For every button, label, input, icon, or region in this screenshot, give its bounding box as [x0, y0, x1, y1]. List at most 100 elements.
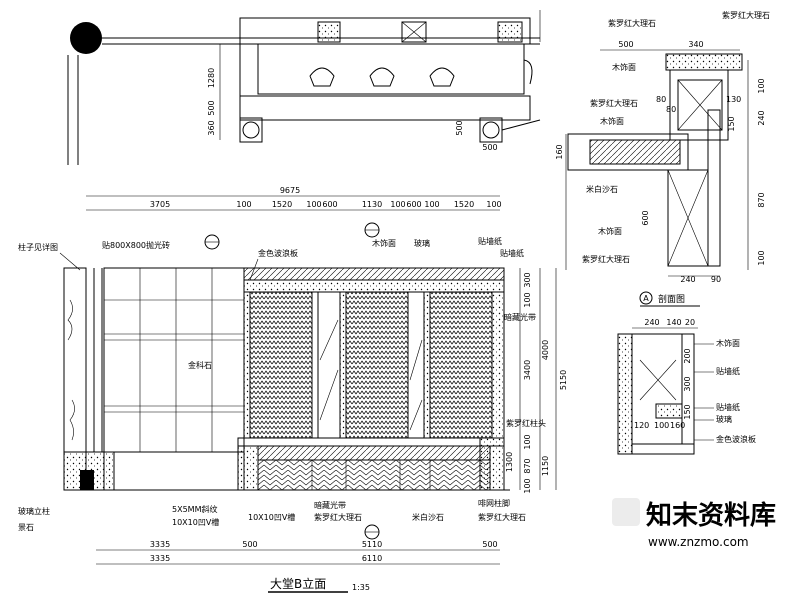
label: 10X10凹V槽 [172, 517, 219, 527]
label: 米白沙石 [412, 512, 444, 522]
label: 木饰面 [598, 226, 622, 236]
section-title: 剖面图 [658, 293, 685, 305]
dim-top: 340 [688, 40, 703, 49]
dim: 150 [727, 116, 736, 131]
dim: 100 [757, 250, 766, 265]
dim: 100 [757, 78, 766, 93]
wave-panel-center [345, 291, 409, 439]
dim: 150 [683, 404, 692, 419]
dim-bottom: 500 [242, 540, 257, 549]
label: 木饰面 [600, 116, 624, 126]
dim-bottom: 90 [711, 275, 721, 284]
dim-seg: 100 [486, 200, 501, 209]
watermark-url: www.znzmo.com [648, 535, 749, 549]
label: 贴墙纸 [500, 248, 524, 258]
label: 米白沙石 [586, 184, 618, 194]
dim-right: 870 [523, 458, 532, 473]
tile-wall [103, 267, 245, 453]
dim-top: 500 [618, 40, 633, 49]
label: 柱子见详图 [18, 242, 58, 252]
dim-seg: 1130 [362, 200, 382, 209]
dim-seg: 600 [322, 200, 337, 209]
label: 景石 [18, 523, 34, 532]
dim-right: 100 [523, 292, 532, 307]
chair-icon [429, 67, 455, 87]
dim-seg: 1520 [272, 200, 292, 209]
label: 紫罗红大理石 [314, 512, 362, 522]
section-a-dims: 80 80 130 150 160 600 240 870 100 100 [555, 78, 766, 265]
elevation-labels: 柱子见详图 贴800X800抛光砖 金科石 金色波浪板 木饰面 玻璃 贴墙纸 贴… [18, 236, 546, 532]
label: 贴墙纸 [478, 236, 502, 246]
dim-right: 1150 [541, 456, 550, 476]
section-marker-letter: A [643, 294, 649, 303]
dim-right: 100 [523, 478, 532, 493]
dim: 240 [644, 318, 659, 327]
wave-panel-right [429, 291, 493, 439]
brand-logo-icon [612, 498, 640, 526]
dim-bottom: 3335 [150, 554, 170, 563]
plan-top-band [239, 17, 531, 45]
label: 玻璃 [414, 238, 430, 248]
top-dim-segments: 3705 100 1520 100 600 1130 100 600 100 1… [150, 200, 502, 209]
label: 暗藏光带 [504, 312, 536, 322]
dim-seg: 100 [306, 200, 321, 209]
label: 5X5MM斜纹 [172, 504, 217, 514]
section-b: 240 140 20 200 300 150 120 100 160 木饰面 贴… [617, 318, 756, 455]
plan-dim: 500 [207, 100, 216, 115]
dim: 80 [656, 95, 666, 104]
chair-icon [309, 67, 335, 87]
dim: 160 [670, 421, 685, 430]
dim: 160 [555, 144, 564, 159]
dim: 130 [726, 95, 741, 104]
dim-right: 3400 [523, 360, 532, 380]
dim: 240 [757, 110, 766, 125]
plan-block [401, 21, 427, 43]
label: 木饰面 [372, 238, 396, 248]
label: 玻璃立柱 [18, 506, 50, 516]
label: 玻璃 [716, 414, 732, 424]
dim-seg: 1520 [454, 200, 474, 209]
dim-bottom: 5110 [362, 540, 382, 549]
watermark: 知末资料库 www.znzmo.com [612, 498, 776, 549]
dim-bottom: 3335 [150, 540, 170, 549]
dim-seg: 100 [424, 200, 439, 209]
section-a: 500 340 80 80 130 150 160 600 240 870 10… [555, 10, 770, 307]
section-marker-icon [639, 291, 653, 305]
plan-block [497, 21, 523, 43]
floor-plan: 1280 500 360 500 500 [67, 10, 541, 165]
glass-panel [407, 291, 425, 439]
label: 10X10凹V槽 [248, 512, 295, 522]
column-symbol [70, 22, 102, 54]
label: 金色波浪板 [258, 248, 298, 258]
dim-seg: 3705 [150, 200, 170, 209]
watermark-brand: 知末资料库 [646, 501, 776, 531]
label: 紫罗红大理石 [590, 98, 638, 108]
round-column-icon [242, 121, 260, 139]
label: 木饰面 [612, 62, 636, 72]
dim-right: 4000 [541, 340, 550, 360]
dim: 100 [654, 421, 669, 430]
dim-right: 300 [523, 272, 532, 287]
label: 暗藏光带 [314, 500, 346, 510]
label: 金科石 [188, 360, 212, 370]
dim-total: 9675 [280, 186, 300, 195]
label: 木饰面 [716, 338, 740, 348]
dim: 300 [683, 376, 692, 391]
dim: 120 [634, 421, 649, 430]
dim: 80 [666, 105, 676, 114]
plan-block [317, 21, 341, 43]
label: 紫罗红大理石 [722, 10, 770, 20]
label: 紫罗红柱头 [506, 418, 546, 428]
drawing-scale: 1:35 [352, 583, 370, 592]
dim-seg: 100 [390, 200, 405, 209]
section-a-labels: 紫罗红大理石 紫罗红大理石 木饰面 紫罗红大理石 木饰面 米白沙石 木饰面 紫罗… [582, 10, 770, 264]
round-column-icon [482, 121, 500, 139]
dim-right: 100 [523, 434, 532, 449]
label: 贴800X800抛光砖 [102, 240, 170, 250]
label: 贴墙纸 [716, 366, 740, 376]
dim-bottom: 500 [482, 540, 497, 549]
elevation-b: 9675 3705 100 1520 100 600 1130 100 600 … [18, 186, 568, 593]
dim-bottom: 240 [680, 275, 695, 284]
dim: 870 [757, 192, 766, 207]
